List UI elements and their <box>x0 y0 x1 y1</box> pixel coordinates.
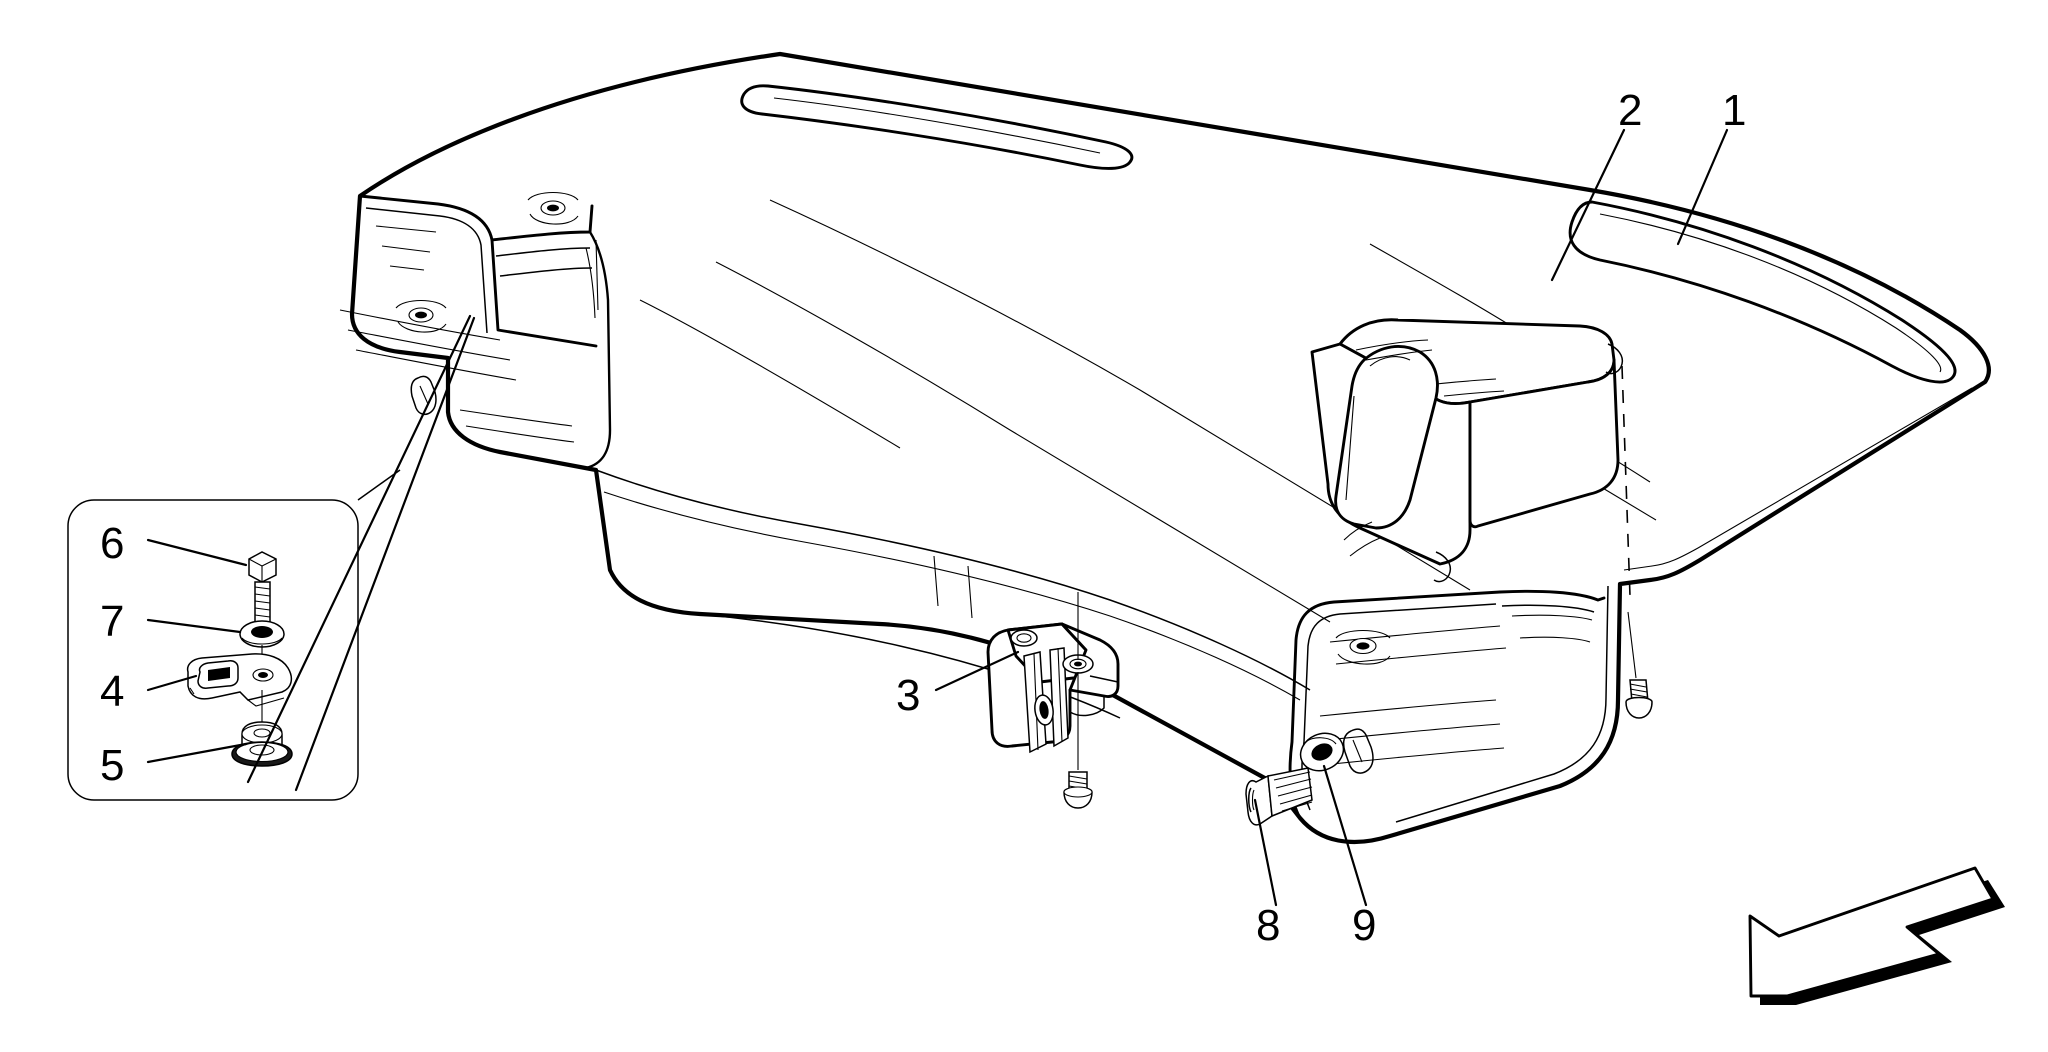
leader-1 <box>1676 128 1729 246</box>
callout-label-4: 4 <box>100 667 124 716</box>
leader-6 <box>146 538 248 567</box>
retainer-plate <box>186 653 293 707</box>
front-edge-rib <box>740 84 1134 170</box>
callout-label-3: 3 <box>896 671 920 720</box>
leader-4 <box>146 674 198 692</box>
callout-labels: 1 2 3 4 5 6 7 8 9 <box>100 86 1746 950</box>
leader-lines <box>146 128 1729 907</box>
orientation-arrow <box>1748 866 2005 1005</box>
leader-detail-box-b <box>246 314 472 784</box>
bracket-screw <box>1063 771 1093 809</box>
right-panel-screw <box>1625 611 1653 719</box>
slotted-screw <box>1245 767 1313 826</box>
leader-9 <box>1322 764 1368 907</box>
hex-bolt <box>248 551 277 626</box>
cushion-pad <box>1310 318 1631 597</box>
callout-label-7: 7 <box>100 597 124 646</box>
detail-box-connector <box>357 469 401 501</box>
washer <box>239 620 285 648</box>
callout-label-5: 5 <box>100 741 124 790</box>
leader-2 <box>1550 128 1626 282</box>
leader-7 <box>146 618 242 634</box>
leader-detail-box-a <box>294 316 476 792</box>
callout-label-6: 6 <box>100 519 124 568</box>
callout-label-1: 1 <box>1722 86 1746 135</box>
callout-label-9: 9 <box>1352 901 1376 950</box>
flat-washer <box>1299 732 1345 772</box>
main-panel <box>339 51 1991 845</box>
callout-label-2: 2 <box>1618 86 1642 135</box>
callout-label-8: 8 <box>1256 901 1280 950</box>
latch-striker-bracket <box>986 592 1120 809</box>
leader-5 <box>146 742 248 764</box>
leader-3 <box>934 650 1020 692</box>
leader-8 <box>1253 798 1278 907</box>
